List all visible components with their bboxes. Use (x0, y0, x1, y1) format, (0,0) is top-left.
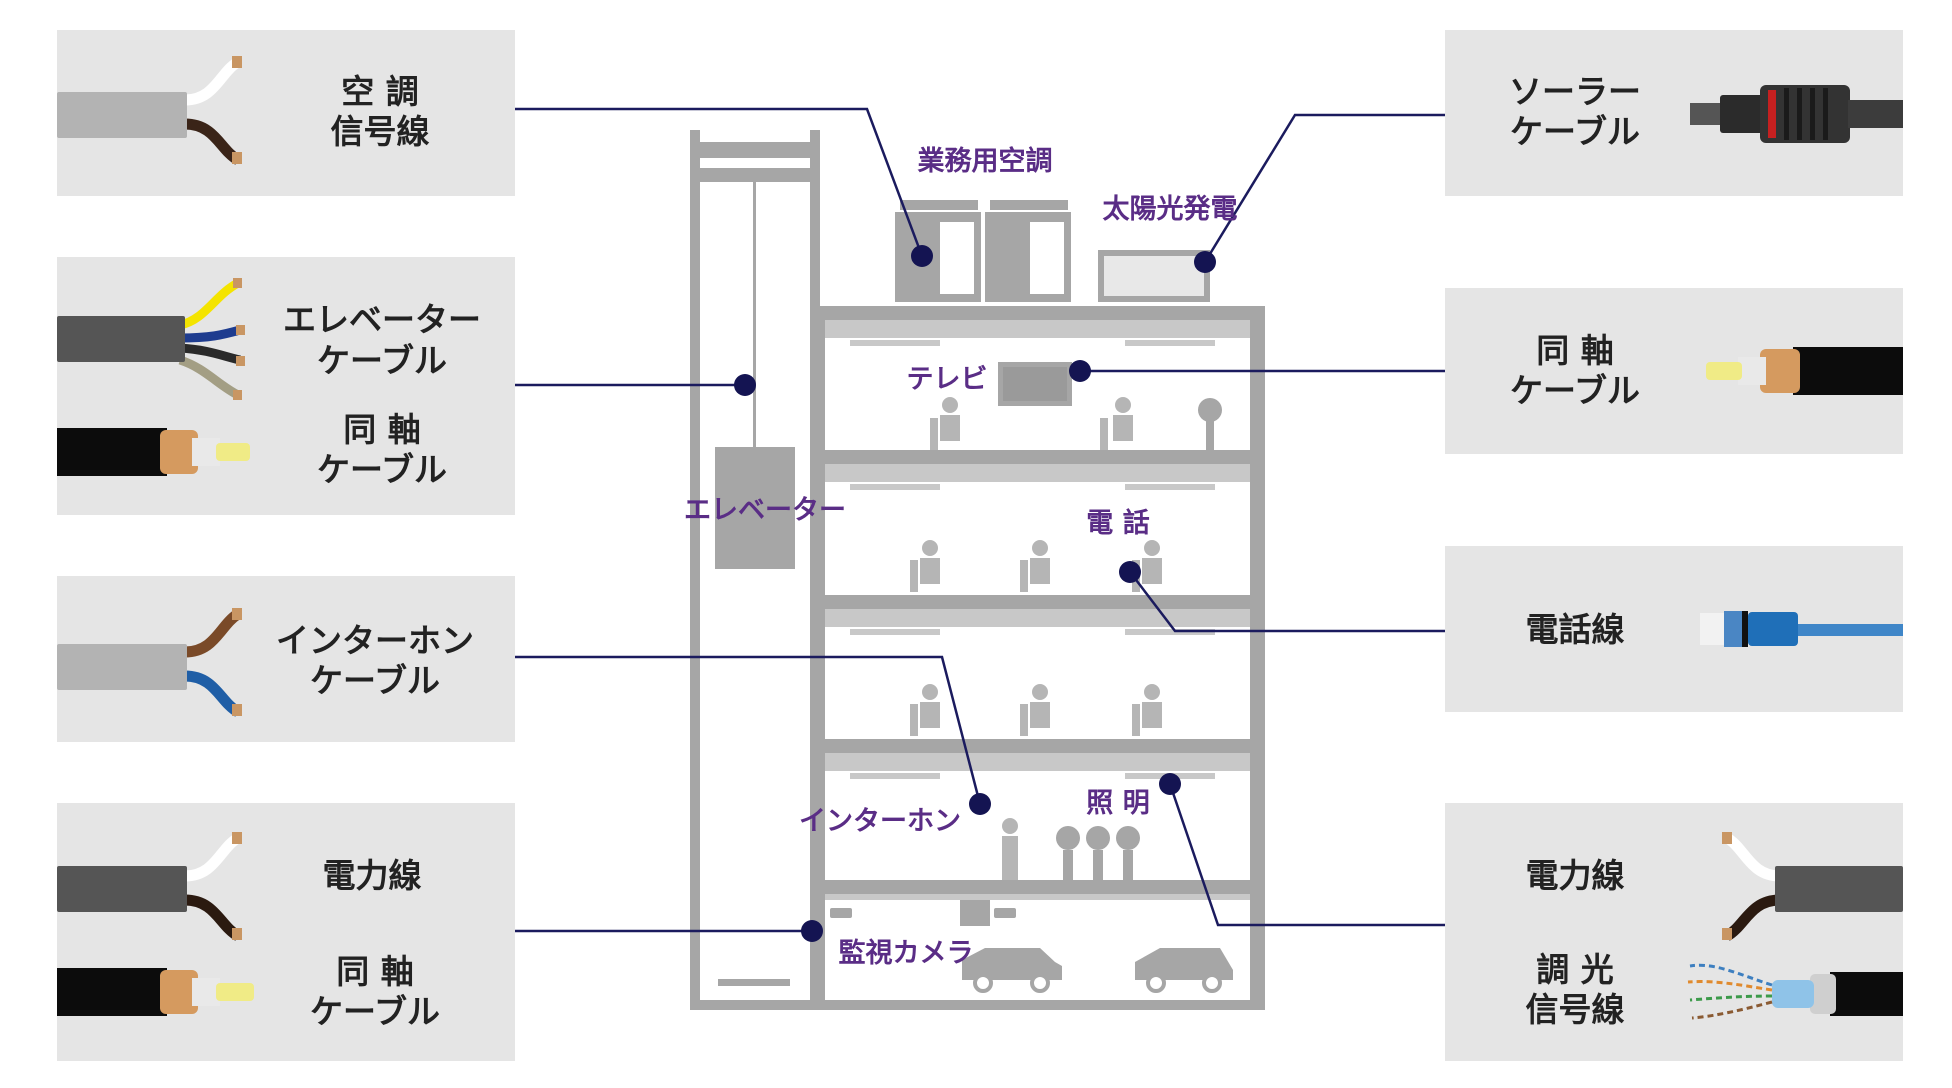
left-panel-intercom: インターホン ケーブル (57, 576, 515, 742)
two-core-cable-brown-blue-icon (57, 608, 242, 717)
security-camera-icon (830, 900, 1016, 926)
cable-label-line: インターホン (276, 621, 474, 660)
right-panel-telephone: 電話線 (1445, 546, 1903, 712)
car-icon (1135, 948, 1233, 993)
multi-core-elevator-cable-icon (57, 278, 245, 400)
cable-label-line: ケーブル (310, 661, 440, 700)
cable-label-line: 同 軸 (343, 410, 421, 449)
multi-pair-signal-cable-icon (1687, 963, 1903, 1020)
coaxial-cable-icon (57, 428, 250, 476)
cable-label-line: 電力線 (323, 856, 422, 895)
cable-label-line: ケーブル (317, 450, 447, 489)
plant-icons (1056, 398, 1222, 880)
solar-panel-icon (1098, 250, 1210, 302)
place-label-phone: 電 話 (1086, 507, 1149, 539)
power-cable-icon (1722, 832, 1903, 941)
left-panel-aircon-signal: 空 調 信号線 (57, 30, 515, 196)
cable-label-line: 同 軸 (1536, 331, 1614, 370)
cable-label-line: 空 調 (341, 72, 419, 111)
right-panel-power-dimmer: 電力線 調 光 信号線 (1445, 803, 1903, 1061)
place-label-elevator: エレベーター (684, 495, 846, 526)
aircon-units-icon (895, 200, 1071, 302)
coaxial-cable-icon (1706, 347, 1903, 395)
place-label-aircon: 業務用空調 (918, 145, 1053, 177)
place-label-solar: 太陽光発電 (1103, 194, 1238, 225)
cable-label-line: 電話線 (1526, 610, 1625, 649)
place-label-tv: テレビ (907, 364, 988, 395)
cable-label-line: ケーブル (1510, 112, 1640, 151)
left-panel-elevator-coax: エレベーター ケーブル 同 軸 ケーブル (57, 257, 515, 515)
cable-label-line: 信号線 (331, 112, 430, 151)
right-panel-solar: ソーラー ケーブル (1445, 30, 1903, 196)
left-panel-power-coax: 電力線 同 軸 ケーブル (57, 803, 515, 1061)
solar-connector-cable-icon (1690, 85, 1903, 143)
coaxial-cable-icon (57, 968, 254, 1016)
car-icon (962, 948, 1062, 993)
cable-label-line: エレベーター (283, 300, 481, 339)
cable-label-line: 同 軸 (336, 952, 414, 991)
place-label-camera: 監視カメラ (839, 938, 974, 969)
telephone-cable-icon (1700, 611, 1903, 647)
cable-label-line: ソーラー (1509, 72, 1641, 111)
connector-dots (734, 245, 1216, 942)
connector-lines (515, 107, 1445, 933)
two-core-cable-white-brown-icon (57, 56, 242, 165)
cable-label-line: ケーブル (317, 341, 447, 380)
cable-label-line: 電力線 (1526, 856, 1625, 895)
cable-label-line: ケーブル (310, 992, 440, 1031)
place-label-lighting: 照 明 (1086, 788, 1149, 819)
place-label-intercom: インターホン (799, 806, 961, 837)
cable-label-line: ケーブル (1510, 371, 1640, 410)
cable-label-line: 信号線 (1526, 990, 1625, 1029)
tv-icon (998, 362, 1072, 406)
elevator-car (715, 447, 795, 569)
power-cable-icon (57, 832, 242, 941)
right-panel-coax: 同 軸 ケーブル (1445, 288, 1903, 454)
cable-label-line: 調 光 (1536, 950, 1614, 989)
